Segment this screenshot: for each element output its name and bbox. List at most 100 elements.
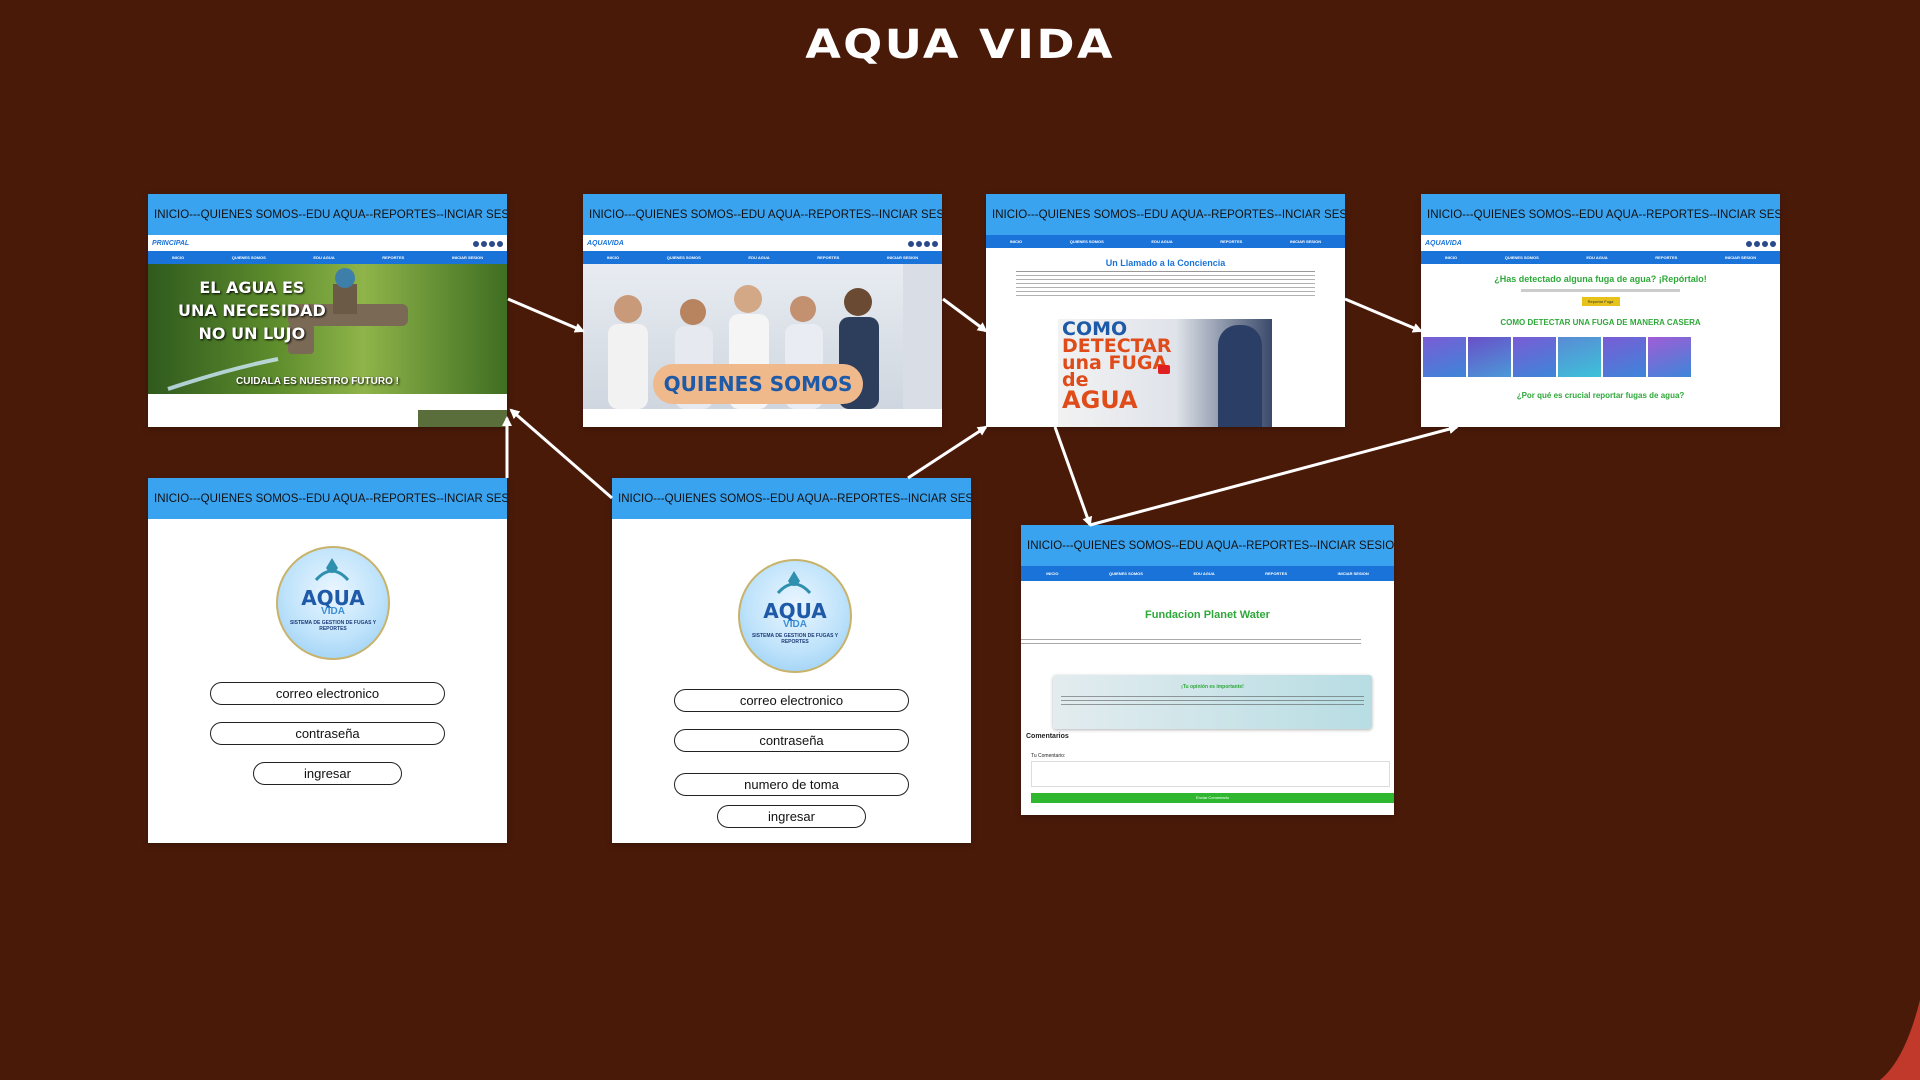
nav-item[interactable]: INICIO xyxy=(1046,571,1059,576)
social-icons xyxy=(906,234,938,252)
edu-paragraph xyxy=(1016,275,1315,299)
nav-item[interactable]: QUIENES SOMOS xyxy=(1108,571,1143,576)
logo-sub: VIDA xyxy=(321,606,345,617)
nav-item[interactable]: INICIO xyxy=(1444,255,1458,260)
edu-heading-rule xyxy=(1016,271,1315,272)
nav-item[interactable]: REPORTES xyxy=(817,255,840,260)
video-title: COMO DETECTAR una FUGA de AGUA xyxy=(1062,320,1171,414)
hero-line: UNA NECESIDAD xyxy=(178,301,326,320)
guide-thumb[interactable] xyxy=(1648,337,1691,377)
report-heading: ¿Has detectado alguna fuga de agua? ¡Rep… xyxy=(1494,274,1707,284)
facebook-icon[interactable] xyxy=(1746,241,1752,247)
nav-item[interactable]: REPORTES xyxy=(382,255,405,260)
foundation-text xyxy=(1021,639,1361,647)
nav-header: INICIO---QUIENES SOMOS--EDU AQUA--REPORT… xyxy=(986,194,1345,235)
nav-item[interactable]: REPORTES xyxy=(1655,255,1678,260)
about-screen-card: INICIO---QUIENES SOMOS--EDU AQUA--REPORT… xyxy=(583,194,942,427)
instagram-icon[interactable] xyxy=(1754,241,1760,247)
nav-item[interactable]: EDU AGUA xyxy=(1151,239,1173,244)
opinion-text xyxy=(1061,696,1364,708)
nav-item[interactable]: EDU AGUA xyxy=(1193,571,1215,576)
site-brand: AQUAVIDA xyxy=(1425,239,1462,247)
nav-item[interactable]: INICIAR SESION xyxy=(1337,571,1369,576)
mail-icon[interactable] xyxy=(497,241,503,247)
logo-tagline: SISTEMA DE GESTION DE FUGAS Y REPORTES xyxy=(289,620,377,632)
play-icon[interactable] xyxy=(1158,365,1170,374)
comment-textarea[interactable] xyxy=(1031,761,1390,787)
reports-screen-card: INICIO---QUIENES SOMOS--EDU AQUA--REPORT… xyxy=(1421,194,1780,427)
email-field[interactable]: correo electronico xyxy=(674,689,909,712)
video-thumbnail[interactable]: COMO DETECTAR una FUGA de AGUA xyxy=(1058,319,1272,427)
arrow-about-to-edu xyxy=(942,297,988,333)
nav-item[interactable]: QUIENES SOMOS xyxy=(666,255,701,260)
site-logo-row: AQUAVIDA xyxy=(583,235,942,251)
person-figure xyxy=(1218,325,1262,427)
nav-item[interactable]: QUIENES SOMOS xyxy=(1069,239,1104,244)
site-navbar: INICIO QUIENES SOMOS EDU AGUA REPORTES I… xyxy=(986,235,1345,248)
mail-icon[interactable] xyxy=(1770,241,1776,247)
instagram-icon[interactable] xyxy=(916,241,922,247)
guide-thumb[interactable] xyxy=(1423,337,1466,377)
nav-item[interactable]: INICIO xyxy=(171,255,185,260)
nav-item[interactable]: REPORTES xyxy=(1220,239,1243,244)
guide-thumb[interactable] xyxy=(1603,337,1646,377)
about-banner-text: QUIENES SOMOS xyxy=(663,372,853,396)
nav-item[interactable]: EDU AGUA xyxy=(748,255,770,260)
password-field[interactable]: contraseña xyxy=(210,722,445,745)
aquavida-logo: AQUA VIDA SISTEMA DE GESTION DE FUGAS Y … xyxy=(276,546,390,660)
nav-item[interactable]: INICIAR SESION xyxy=(1724,255,1757,260)
nav-item[interactable]: INICIAR SESION xyxy=(451,255,484,260)
nav-item[interactable]: INICIO xyxy=(1009,239,1023,244)
arrow-edu-to-foundation xyxy=(1053,426,1093,527)
guide-thumb[interactable] xyxy=(1558,337,1601,377)
password-field[interactable]: contraseña xyxy=(674,729,909,752)
home-screen-card: INICIO---QUIENES SOMOS--EDU AQUA--REPORT… xyxy=(148,194,507,427)
your-comment-label: Tu Comentario: xyxy=(1031,753,1066,759)
report-text xyxy=(1521,289,1680,292)
nav-item[interactable]: EDU AGUA xyxy=(313,255,335,260)
nav-item[interactable]: INICIAR SESION xyxy=(886,255,919,260)
hero-image: EL AGUA ES UNA NECESIDAD NO UN LUJO CUID… xyxy=(148,264,507,394)
instagram-icon[interactable] xyxy=(481,241,487,247)
guide-thumb[interactable] xyxy=(1468,337,1511,377)
nav-item[interactable]: REPORTES xyxy=(1265,571,1288,576)
aquavida-logo: AQUA VIDA SISTEMA DE GESTION DE FUGAS Y … xyxy=(738,559,852,673)
nav-item[interactable]: QUIENES SOMOS xyxy=(1504,255,1539,260)
mail-icon[interactable] xyxy=(932,241,938,247)
facebook-icon[interactable] xyxy=(473,241,479,247)
x-icon[interactable] xyxy=(1762,241,1768,247)
edu-heading: Un Llamado a la Conciencia xyxy=(1105,258,1226,268)
video-title-line: una FUGA xyxy=(1062,352,1168,374)
foundation-screen-card: INICIO---QUIENES SOMOS--EDU AQUA--REPORT… xyxy=(1021,525,1394,815)
logo-name: AQUA xyxy=(301,586,365,610)
login-button[interactable]: ingresar xyxy=(253,762,402,785)
team-photo: QUIENES SOMOS xyxy=(583,264,942,409)
video-title-line: AGUA xyxy=(1062,386,1138,414)
nav-item[interactable]: INICIO xyxy=(606,255,620,260)
tap-number-field[interactable]: numero de toma xyxy=(674,773,909,796)
nav-item[interactable]: EDU AGUA xyxy=(1586,255,1608,260)
email-field[interactable]: correo electronico xyxy=(210,682,445,705)
site-brand: PRINCIPAL xyxy=(152,239,190,247)
site-navbar: INICIO QUIENES SOMOS EDU AGUA REPORTES I… xyxy=(583,251,942,264)
nav-item[interactable]: INICIAR SESION xyxy=(1289,239,1322,244)
site-navbar: INICIO QUIENES SOMOS EDU AGUA REPORTES I… xyxy=(1021,566,1394,581)
image-strip xyxy=(418,410,507,427)
submit-comment-button[interactable]: Enviar Comentario xyxy=(1031,793,1394,803)
comments-label: Comentarios xyxy=(1026,733,1069,740)
report-button[interactable]: Reportar Fuga xyxy=(1581,297,1620,306)
nav-header: INICIO---QUIENES SOMOS--EDU AQUA--REPORT… xyxy=(148,478,507,519)
about-banner: QUIENES SOMOS xyxy=(653,364,863,404)
video-title-line: de xyxy=(1062,369,1089,391)
guide-thumb[interactable] xyxy=(1513,337,1556,377)
logo-tagline: SISTEMA DE GESTION DE FUGAS Y REPORTES xyxy=(751,633,839,645)
hero-line: NO UN LUJO xyxy=(198,324,306,343)
nav-item[interactable]: QUIENES SOMOS xyxy=(231,255,266,260)
nav-header: INICIO---QUIENES SOMOS--EDU AQUA--REPORT… xyxy=(148,194,507,235)
login-button[interactable]: ingresar xyxy=(717,805,866,828)
site-brand: AQUAVIDA xyxy=(587,239,624,247)
x-icon[interactable] xyxy=(489,241,495,247)
facebook-icon[interactable] xyxy=(908,241,914,247)
site-navbar: INICIO QUIENES SOMOS EDU AGUA REPORTES I… xyxy=(148,251,507,264)
x-icon[interactable] xyxy=(924,241,930,247)
